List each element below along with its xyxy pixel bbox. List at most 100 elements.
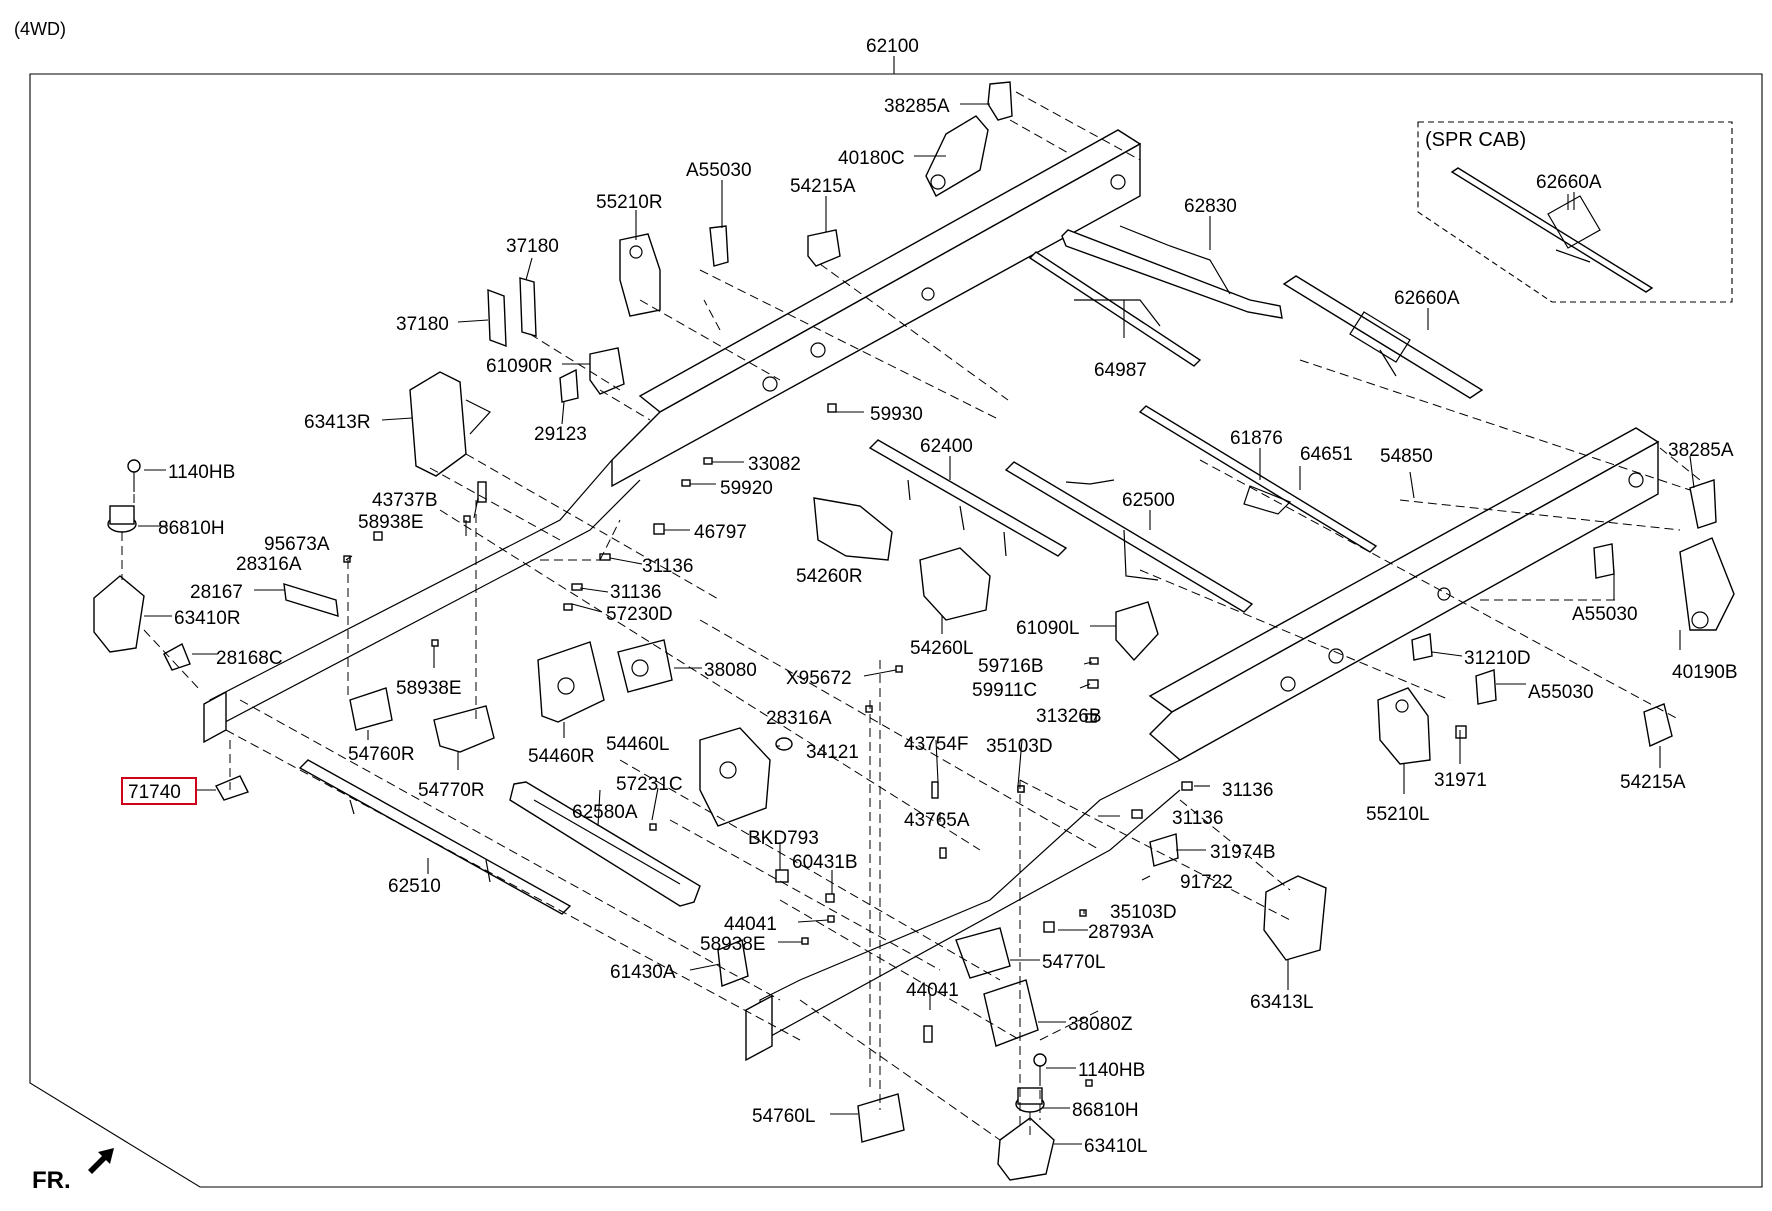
part-label[interactable]: 28316A [236, 554, 302, 575]
part-label[interactable]: 31326B [1036, 706, 1102, 727]
part-label[interactable]: 54760R [348, 744, 415, 765]
part-label[interactable]: 40190B [1672, 662, 1738, 683]
part-label[interactable]: 44041 [724, 914, 777, 935]
part-label[interactable]: 62830 [1184, 196, 1237, 217]
part-label[interactable]: 28168C [216, 648, 283, 669]
part-label[interactable]: 31136 [642, 556, 693, 577]
part-label[interactable]: 44041 [906, 980, 959, 1001]
small-fasteners [343, 403, 1467, 1087]
part-label[interactable]: 31210D [1464, 648, 1531, 669]
part-label[interactable]: 38080Z [1068, 1014, 1133, 1035]
part-label[interactable]: 62660A [1394, 288, 1460, 309]
part-label[interactable]: 59930 [870, 404, 923, 425]
part-label[interactable]: 46797 [694, 522, 747, 543]
part-label[interactable]: 40180C [838, 148, 905, 169]
part-label[interactable]: 29123 [534, 424, 587, 445]
part-label[interactable]: 31971 [1434, 770, 1487, 791]
part-label[interactable]: 59920 [720, 478, 773, 499]
part-label[interactable]: 31136 [1172, 808, 1223, 829]
part-label[interactable]: 54215A [790, 176, 856, 197]
part-label[interactable]: 43765A [904, 810, 970, 831]
crossmember-62580A [509, 781, 701, 907]
part-label[interactable]: 60431B [792, 852, 858, 873]
part-label[interactable]: 38080 [704, 660, 757, 681]
part-label[interactable]: 38285A [884, 96, 950, 117]
part-label[interactable]: 43737B [372, 490, 438, 511]
part-label[interactable]: 62510 [388, 876, 441, 897]
part-label[interactable]: A55030 [1572, 604, 1638, 625]
part-label[interactable]: 86810H [1072, 1100, 1139, 1121]
part-label[interactable]: 37180 [396, 314, 449, 335]
part-label[interactable]: A55030 [686, 160, 752, 181]
part-label[interactable]: 54215A [1620, 772, 1686, 793]
part-label[interactable]: 31974B [1210, 842, 1276, 863]
part-label[interactable]: 28167 [190, 582, 243, 603]
part-label[interactable]: BKD793 [748, 828, 819, 849]
part-label[interactable]: 54770R [418, 780, 485, 801]
mount-34121 [775, 737, 793, 751]
part-label[interactable]: A55030 [1528, 682, 1594, 703]
part-label[interactable]: 31136 [1222, 780, 1273, 801]
part-label[interactable]: 62500 [1122, 490, 1175, 511]
part-label[interactable]: 31136 [610, 582, 661, 603]
variant-label: (4WD) [14, 19, 66, 39]
part-label[interactable]: 55210L [1366, 804, 1429, 825]
part-label[interactable]: 64651 [1300, 444, 1353, 465]
part-label[interactable]: 61430A [610, 962, 676, 983]
part-label[interactable]: 54260L [910, 638, 973, 659]
part-label[interactable]: 28316A [766, 708, 832, 729]
part-label[interactable]: 61090L [1016, 618, 1079, 639]
bracket-61430A [717, 939, 749, 987]
part-label[interactable]: 58938E [358, 512, 424, 533]
part-label[interactable]: 57231C [616, 774, 683, 795]
alignment-lines [121, 91, 1701, 1141]
part-label[interactable]: 1140HB [1078, 1060, 1145, 1081]
bracket-A55030-mid [1475, 669, 1497, 705]
part-label[interactable]: 63413L [1250, 992, 1313, 1013]
part-label[interactable]: 35103D [1110, 902, 1177, 923]
part-label[interactable]: 54460R [528, 746, 595, 767]
spr-cab-inset: (SPR CAB) [1417, 121, 1733, 303]
part-label[interactable]: 35103D [986, 736, 1053, 757]
part-label[interactable]: 58938E [396, 678, 462, 699]
part-label[interactable]: 62400 [920, 436, 973, 457]
part-label[interactable]: X95672 [786, 668, 852, 689]
part-label[interactable]: 59911C [972, 680, 1037, 701]
part-label[interactable]: 91722 [1180, 872, 1233, 893]
part-label[interactable]: 54770L [1042, 952, 1105, 973]
part-label[interactable]: 64987 [1094, 360, 1147, 381]
part-label[interactable]: 63410R [174, 608, 241, 629]
part-label[interactable]: 54850 [1380, 446, 1433, 467]
part-label[interactable]: 71740 [128, 782, 181, 803]
part-label[interactable]: 37180 [506, 236, 559, 257]
part-label[interactable]: 95673A [264, 534, 330, 555]
part-label[interactable]: 62580A [572, 802, 638, 823]
part-label[interactable]: 62660A [1536, 172, 1602, 193]
part-label[interactable]: 63413R [304, 412, 371, 433]
part-label[interactable]: 54460L [606, 734, 669, 755]
part-label[interactable]: 59716B [978, 656, 1044, 677]
part-label[interactable]: 54760L [752, 1106, 815, 1127]
part-label[interactable]: 86810H [158, 518, 225, 539]
part-label[interactable]: 58938E [700, 934, 766, 955]
bracket-A55030-right [1593, 543, 1615, 579]
part-label[interactable]: 54260R [796, 566, 863, 587]
part-label[interactable]: 1140HB [168, 462, 235, 483]
part-label[interactable]: 34121 [806, 742, 859, 763]
part-label[interactable]: 57230D [606, 604, 673, 625]
part-label[interactable]: 38285A [1668, 440, 1734, 461]
part-label[interactable]: 61090R [486, 356, 553, 377]
frame-rail-left [745, 427, 1660, 1062]
part-label[interactable]: 61876 [1230, 428, 1283, 449]
part-label[interactable]: 63410L [1084, 1136, 1147, 1157]
bolt-1140HB-left [127, 459, 141, 492]
crossmember-61876 [1138, 405, 1378, 553]
bracket-31974B [1149, 833, 1179, 867]
bracket-54215A-top [807, 229, 841, 267]
part-label[interactable]: 55210R [596, 192, 663, 213]
part-label[interactable]: 43754F [904, 734, 968, 755]
part-label[interactable]: 33082 [748, 454, 801, 475]
highlight-box-71740 [121, 777, 197, 805]
part-label[interactable]: 28793A [1088, 922, 1154, 943]
front-arrow-icon [88, 1148, 114, 1174]
